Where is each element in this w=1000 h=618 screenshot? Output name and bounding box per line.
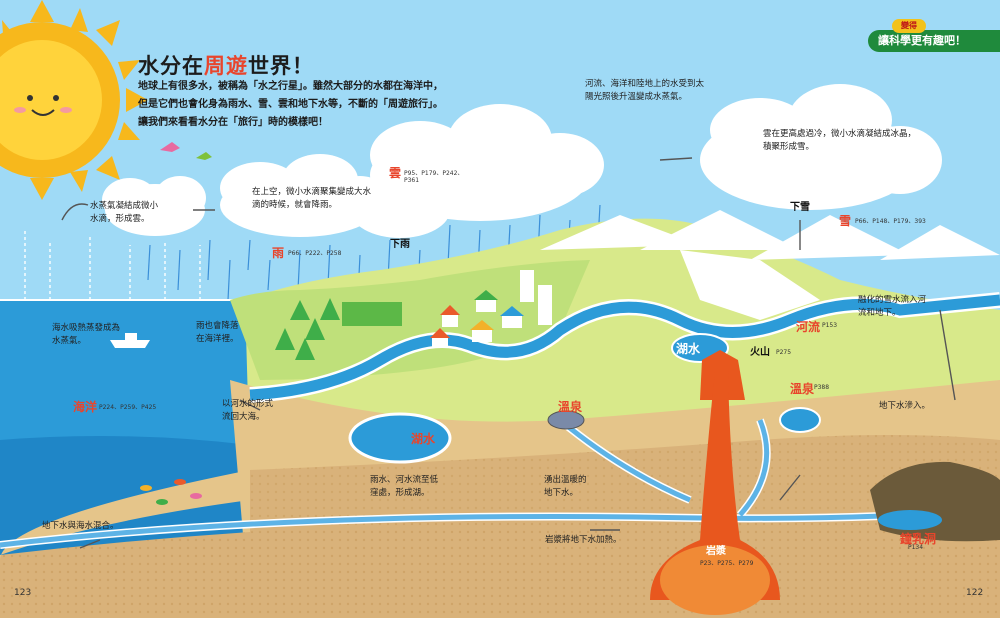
label-volcano: 火山 bbox=[750, 347, 770, 358]
intro-line: 地球上有很多水，被稱為「水之行星」。雖然大部分的水都在海洋中， bbox=[138, 81, 443, 92]
note-lake-forms: 雨水、河水流至低窪處，形成湖。 bbox=[370, 475, 439, 498]
bird-icon bbox=[160, 142, 212, 160]
banner-text: 讓科學更有趣吧！ bbox=[878, 34, 966, 47]
cloud-rain bbox=[350, 104, 604, 238]
volcano-ref: P275 bbox=[776, 349, 792, 356]
forest bbox=[275, 298, 340, 360]
field bbox=[342, 302, 402, 326]
note-rain-into-sea: 雨也會降落在海洋裡。 bbox=[196, 321, 239, 344]
label-river: 河流 bbox=[796, 320, 821, 334]
banner: 讓科學更有趣吧！ bbox=[868, 30, 1000, 52]
note-sea-evaporates: 海水吸熱蒸發成為水蒸氣。 bbox=[52, 323, 121, 346]
page-number-left: 123 bbox=[14, 588, 32, 598]
magma bbox=[650, 370, 780, 600]
label-rain: 雨 bbox=[272, 246, 285, 260]
intro-paragraph: 地球上有很多水，被稱為「水之行星」。雖然大部分的水都在海洋中， 但是它們也會化身… bbox=[138, 78, 443, 132]
fish-icon bbox=[140, 479, 202, 505]
note-seep: 地下水滲入。 bbox=[879, 401, 931, 411]
note-magma-heats: 岩漿將地下水加熱。 bbox=[545, 535, 622, 545]
title-suffix: 世界！ bbox=[248, 54, 314, 78]
rain-ref: P66、P222、P258 bbox=[288, 250, 342, 257]
note-spring: 湧出溫暖的地下水。 bbox=[544, 475, 587, 498]
label-ocean: 海洋 bbox=[73, 400, 98, 414]
evaporation-arrows bbox=[24, 230, 201, 300]
banner-badge: 變得 bbox=[892, 19, 926, 33]
village bbox=[430, 270, 552, 348]
intro-line: 但是它們也會化身為雨水、雪、雲和地下水等，不斷的「周遊旅行」。 bbox=[138, 99, 443, 110]
label-cave: 鐘乳洞 bbox=[900, 532, 937, 546]
note-cloud-rain: 在上空，微小水滴聚集變成大水滴的時候，就會降雨。 bbox=[252, 187, 372, 210]
label-hot-spring-2: 溫泉 bbox=[790, 382, 815, 396]
note-groundwater-sea: 地下水與海水混合。 bbox=[42, 521, 119, 531]
title-prefix: 水分在 bbox=[138, 54, 204, 78]
cloud-left bbox=[102, 176, 206, 236]
magma-ref: P23、P275、P279 bbox=[700, 560, 754, 567]
title-highlight: 周遊 bbox=[204, 54, 248, 78]
page-title: 水分在周遊世界！ bbox=[138, 50, 314, 80]
sun-icon bbox=[0, 0, 148, 200]
snow-ref: P66、P148、P179、393 bbox=[855, 218, 926, 225]
lake bbox=[348, 412, 452, 464]
label-cloud: 雲 bbox=[389, 166, 402, 180]
river-ref: P153 bbox=[822, 322, 838, 329]
cave-ref: P134 bbox=[908, 544, 924, 551]
label-snowing: 下雪 bbox=[790, 202, 810, 213]
label-magma: 岩漿 bbox=[706, 546, 726, 557]
note-river-to-sea: 以河水的形式流回大海。 bbox=[222, 399, 274, 422]
note-evaporation: 河流、海洋和陸地上的水受到太陽光照後升溫變成水蒸氣。 bbox=[585, 79, 705, 102]
cloud-snow bbox=[700, 84, 942, 210]
hot-spring bbox=[547, 410, 585, 430]
page-number-right: 122 bbox=[966, 588, 984, 598]
label-raining: 下雨 bbox=[390, 239, 410, 250]
hot-spring-ref: P388 bbox=[814, 384, 830, 391]
mountains bbox=[540, 210, 1000, 320]
flow-arrows bbox=[61, 157, 956, 549]
cloud-ref: P95、P179、P242、P361 bbox=[404, 170, 464, 184]
label-lake-upper: 湖水 bbox=[676, 342, 701, 356]
label-lake: 湖水 bbox=[411, 432, 436, 446]
note-cloud-snow: 雲在更高處過冷，微小水滴凝結成冰晶，積聚形成雪。 bbox=[763, 129, 917, 152]
ocean-ref: P224、P259、P425 bbox=[99, 404, 157, 411]
label-hot-spring: 溫泉 bbox=[558, 400, 583, 414]
intro-line: 讓我們來看看水分在「旅行」時的模樣吧！ bbox=[138, 117, 328, 128]
note-vapor-to-droplets: 水蒸氣凝結成微小水滴，形成雲。 bbox=[90, 201, 159, 224]
ship-icon bbox=[110, 333, 150, 348]
note-snowmelt: 融化的雪水流入河流和地下。 bbox=[858, 295, 927, 318]
label-snow: 雪 bbox=[839, 214, 852, 228]
